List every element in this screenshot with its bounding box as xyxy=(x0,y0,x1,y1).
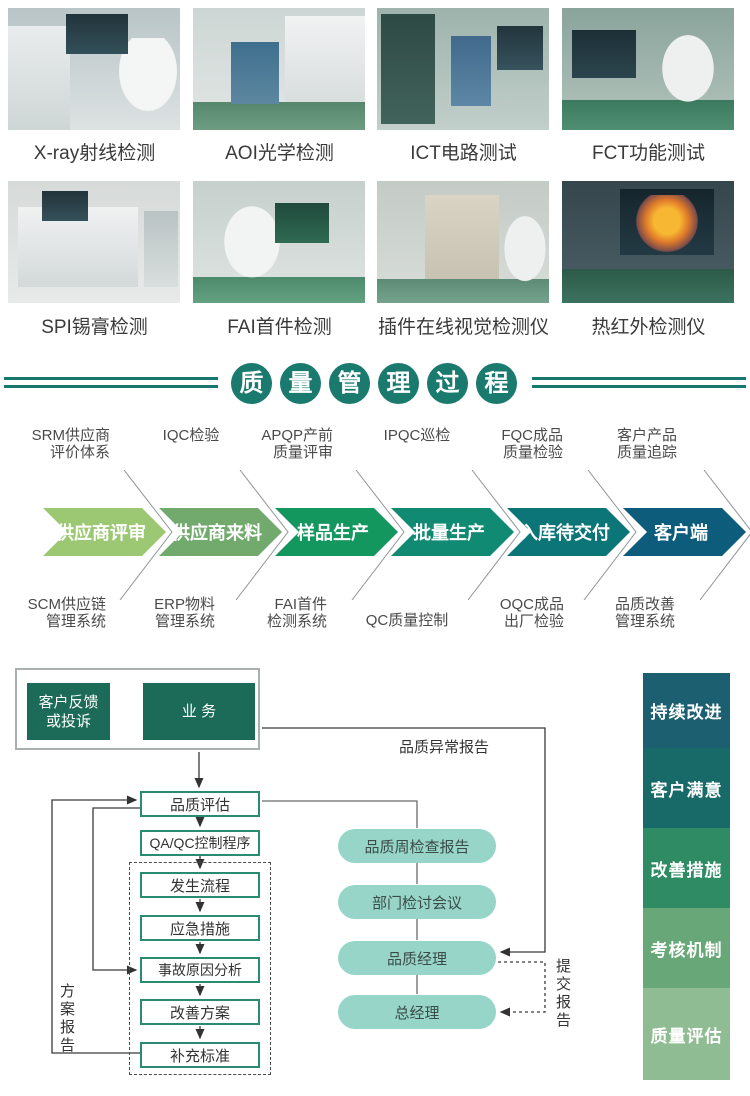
sidebar-customer-satisfaction: 客户满意 xyxy=(643,748,730,828)
chevron-band: 供应商评审 供应商来料 样品生产 批量生产 入库待交付 客户端 xyxy=(43,470,750,600)
chevron-customer xyxy=(623,508,746,556)
title-divider-line xyxy=(4,377,218,380)
general-manager-pill: 总经理 xyxy=(338,995,496,1029)
title-divider-line xyxy=(4,385,218,388)
photo-xray-inspection xyxy=(8,8,180,130)
flow-bottom-label-erp: ERP物料管理系统 xyxy=(154,596,215,630)
caption-ict: ICT电路测试 xyxy=(410,143,517,164)
caption-xray: X-ray射线检测 xyxy=(33,143,156,164)
flow-top-label-customer: 客户产品质量追踪 xyxy=(616,427,677,461)
department-review-meeting-pill: 部门检讨会议 xyxy=(338,885,496,919)
corrective-process-dashed-box xyxy=(129,862,271,1075)
caption-fai: FAI首件检测 xyxy=(227,317,332,338)
flow-top-label-iqc: IQC检验 xyxy=(162,427,220,444)
photo-thermal-infrared-inspection xyxy=(562,181,734,303)
title-char: 程 xyxy=(476,363,517,404)
flow-bottom-label-oqc: OQC成品出厂检验 xyxy=(499,596,564,630)
caption-fct: FCT功能测试 xyxy=(592,143,705,164)
title-char: 质 xyxy=(231,363,272,404)
caption-spi: SPI锡膏检测 xyxy=(41,317,148,338)
photo-aoi-inspection xyxy=(193,8,365,130)
title-char: 管 xyxy=(329,363,370,404)
improvement-plan-box: 改善方案 xyxy=(140,999,260,1025)
title-char: 过 xyxy=(427,363,468,404)
chevron-sample-production xyxy=(275,508,398,556)
supplementary-standard-box: 补充标准 xyxy=(140,1042,260,1068)
caption-inline-vision: 插件在线视觉检测仪 xyxy=(377,317,549,338)
chevron-supplier-review xyxy=(43,508,166,556)
title-divider-line xyxy=(532,377,746,380)
quality-manager-pill: 品质经理 xyxy=(338,941,496,975)
chevron-warehouse-delivery xyxy=(507,508,630,556)
photo-fai-inspection xyxy=(193,181,365,303)
customer-feedback-box: 客户反馈或投诉 xyxy=(27,683,110,740)
chevron-label: 供应商来料 xyxy=(171,522,262,543)
qaqc-control-box: QA/QC控制程序 xyxy=(140,830,260,856)
sidebar-continuous-improvement: 持续改进 xyxy=(643,673,730,748)
weekly-quality-report-pill: 品质周检查报告 xyxy=(338,829,496,863)
chevron-label: 批量生产 xyxy=(413,522,485,543)
photo-inline-vision-inspection xyxy=(377,181,549,303)
chevron-label: 样品生产 xyxy=(297,522,369,543)
accident-cause-analysis-box: 事故原因分析 xyxy=(140,957,260,983)
emergency-measures-box: 应急措施 xyxy=(140,915,260,941)
flow-top-label-fqc: FQC成品质量检验 xyxy=(501,427,563,461)
flow-top-label-apqp: APQP产前质量评审 xyxy=(261,427,333,461)
submit-report-label: 提交报告 xyxy=(554,958,571,1030)
sidebar-quality-evaluation: 质量评估 xyxy=(643,988,730,1080)
flow-top-label-srm: SRM供应商评价体系 xyxy=(31,427,110,461)
chevron-incoming-material xyxy=(159,508,282,556)
title-char: 量 xyxy=(280,363,321,404)
flow-bottom-label-scm: SCM供应链管理系统 xyxy=(27,596,106,630)
occurrence-process-box: 发生流程 xyxy=(140,872,260,898)
business-box: 业 务 xyxy=(143,683,255,740)
sidebar-assessment-mechanism: 考核机制 xyxy=(643,908,730,988)
chevron-mass-production xyxy=(391,508,514,556)
caption-thermal: 热红外检测仪 xyxy=(591,317,706,338)
flow-bottom-label-improve: 品质改善管理系统 xyxy=(614,596,675,630)
flowchart-connectors xyxy=(51,699,546,1054)
photo-spi-inspection xyxy=(8,181,180,303)
caption-aoi: AOI光学检测 xyxy=(225,143,334,164)
quality-evaluation-box: 品质评估 xyxy=(140,791,260,817)
chevron-label: 客户端 xyxy=(654,522,708,543)
title-divider-line xyxy=(532,385,746,388)
chevron-label: 供应商评审 xyxy=(55,522,146,543)
chevron-label: 入库待交付 xyxy=(520,522,610,543)
photo-ict-test xyxy=(377,8,549,130)
flow-top-label-ipqc: IPQC巡检 xyxy=(383,427,451,444)
photo-fct-test xyxy=(562,8,734,130)
flow-bottom-label-qc: QC质量控制 xyxy=(365,612,449,629)
flow-bottom-label-fai: FAI首件检测系统 xyxy=(266,596,327,630)
abnormal-report-label: 品质异常报告 xyxy=(399,739,490,756)
sidebar-improvement-measures: 改善措施 xyxy=(643,828,730,908)
plan-report-label: 方案报告 xyxy=(58,983,75,1055)
title-char: 理 xyxy=(378,363,419,404)
